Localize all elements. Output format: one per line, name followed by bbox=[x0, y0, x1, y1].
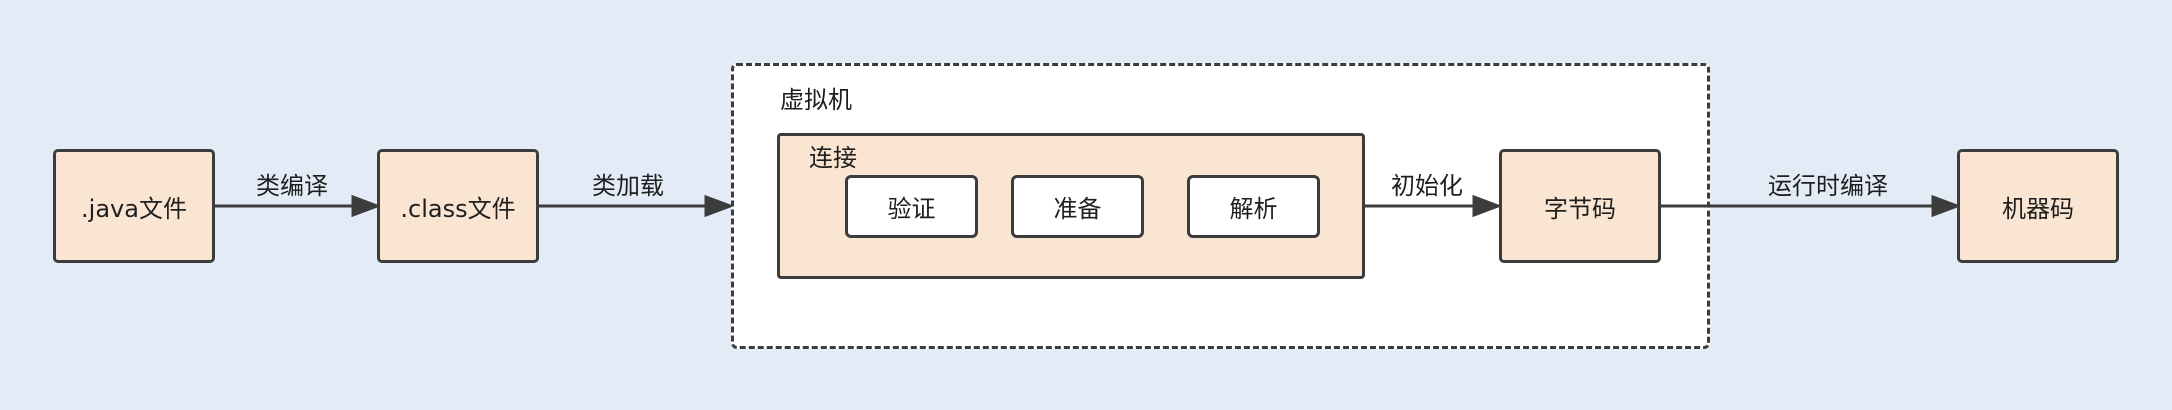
verify-node: 验证 bbox=[845, 175, 978, 238]
prepare-node: 准备 bbox=[1011, 175, 1144, 238]
resolve-node: 解析 bbox=[1187, 175, 1320, 238]
edge-label-compile: 类编译 bbox=[256, 172, 328, 200]
class-file-node: .class文件 bbox=[377, 149, 539, 263]
vm-label: 虚拟机 bbox=[780, 86, 852, 114]
edge-label-runtime-compile: 运行时编译 bbox=[1768, 172, 1888, 200]
edge-compile-arrow bbox=[351, 194, 382, 218]
edge-load-arrow bbox=[704, 194, 735, 218]
bytecode-node: 字节码 bbox=[1499, 149, 1661, 263]
machine-code-node: 机器码 bbox=[1957, 149, 2119, 263]
java-file-node: .java文件 bbox=[53, 149, 215, 263]
edge-init-arrow bbox=[1472, 194, 1503, 218]
edge-label-load: 类加载 bbox=[592, 172, 664, 200]
link-label: 连接 bbox=[809, 144, 857, 172]
edge-runtime-compile-arrow bbox=[1931, 194, 1962, 218]
edge-label-init: 初始化 bbox=[1391, 172, 1463, 200]
